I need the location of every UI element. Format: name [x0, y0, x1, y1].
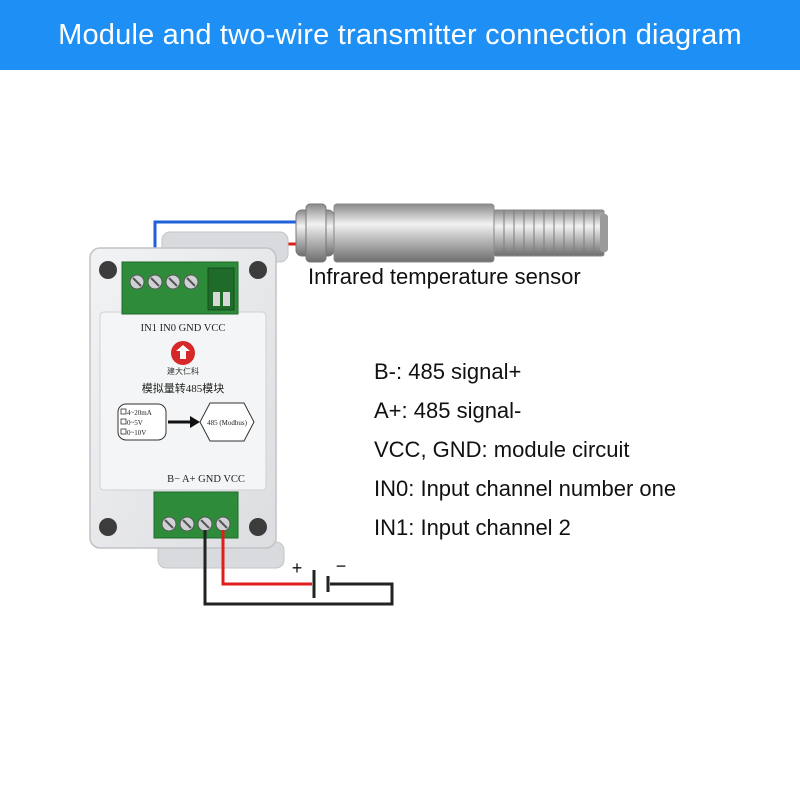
input-option-2: 0~5V [127, 419, 143, 427]
analog-to-485-module: IN1 IN0 GND VCC 建大仁科 模拟量转485模块 4~20mA 0~… [89, 231, 289, 569]
legend-item: A+: 485 signal- [374, 398, 522, 423]
legend-item: VCC, GND: module circuit [374, 437, 630, 462]
legend-item: IN0: Input channel number one [374, 476, 677, 501]
diagram-title: Module and two-wire transmitter connecti… [0, 0, 800, 70]
input-option-3: 0~10V [127, 429, 146, 437]
top-terminal-labels: IN1 IN0 GND VCC [141, 323, 226, 334]
battery-minus-label: − [336, 556, 347, 576]
black-negative-wire [203, 530, 394, 606]
infrared-sensor [295, 203, 608, 263]
mount-hole-icon [249, 261, 267, 279]
terminal-legend: B-: 485 signal+ A+: 485 signal- VCC, GND… [374, 352, 676, 547]
sensor-label: Infrared temperature sensor [308, 264, 581, 289]
red-positive-wire [221, 530, 312, 586]
brand-name: 建大仁科 [167, 366, 199, 376]
mount-hole-icon [99, 261, 117, 279]
module-title: 模拟量转485模块 [142, 381, 225, 395]
mount-hole-icon [99, 518, 117, 536]
power-wires [203, 530, 394, 606]
legend-item: B-: 485 signal+ [374, 359, 522, 384]
output-protocol-label: 485 (Modbus) [207, 419, 248, 427]
input-option-1: 4~20mA [127, 409, 152, 417]
battery-plus-label: + [292, 558, 303, 578]
bottom-terminal-block [153, 491, 239, 539]
conversion-arrow-icon [168, 416, 200, 428]
bottom-terminal-labels: B− A+ GND VCC [167, 474, 245, 485]
mount-hole-icon [249, 518, 267, 536]
legend-item: IN1: Input channel 2 [374, 515, 571, 540]
brand-logo-icon [171, 341, 195, 365]
battery-icon [312, 570, 330, 598]
top-terminal-block [121, 261, 239, 315]
connection-diagram: IN1 IN0 GND VCC 建大仁科 模拟量转485模块 4~20mA 0~… [89, 203, 608, 606]
